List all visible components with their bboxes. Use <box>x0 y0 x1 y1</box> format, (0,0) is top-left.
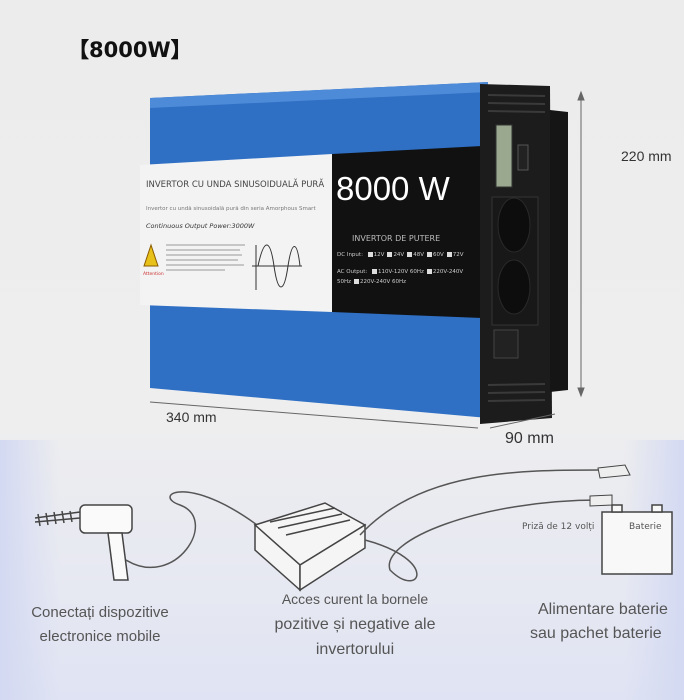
voltage-option: 72V <box>452 252 464 258</box>
label-subheading: Invertor cu undă sinusoidală pură din se… <box>146 206 316 212</box>
label-heading: INVERTOR CU UNDA SINUSOIDUALĂ PURĂ <box>146 180 325 190</box>
caption-line: Acces curent la bornele <box>281 591 429 607</box>
checkbox <box>446 252 452 257</box>
battery-cables <box>359 469 601 582</box>
voltage-option: 60V <box>432 252 444 258</box>
product-title: 【8000W】 <box>68 38 192 62</box>
checkbox <box>367 252 373 257</box>
caption-line: Alimentare baterie <box>538 601 668 618</box>
ac-socket-icon <box>497 197 531 253</box>
caption-line: pozitive și negative ale <box>274 616 436 633</box>
mounting-bracket <box>550 110 568 392</box>
caption-line: electronice mobile <box>39 628 161 645</box>
dc-input-label: DC Input: <box>337 252 363 258</box>
attention-label: Attention <box>143 272 164 277</box>
caption-line: invertorului <box>315 641 395 658</box>
caption-battery: Alimentare baterie sau pachet baterie <box>530 598 684 646</box>
sine-wave-icon <box>252 244 302 290</box>
checkbox <box>387 252 393 257</box>
length-dimension: 340 mm <box>166 409 217 425</box>
background-glow-left <box>0 440 60 700</box>
checkbox <box>426 269 432 274</box>
height-dimension: 220 mm <box>621 148 672 164</box>
label-white <box>140 154 332 312</box>
drill-illustration <box>34 504 133 581</box>
warning-icon <box>143 243 159 267</box>
voltage-option: 220V-240V 60Hz <box>360 279 406 285</box>
dc-input-row: DC Input: 12V 24V 48V 60V 72V <box>337 252 464 258</box>
battery-label: Baterie <box>629 522 662 532</box>
checkbox <box>354 279 360 284</box>
battery-icon <box>601 504 673 575</box>
label-black <box>332 146 482 318</box>
checkbox <box>407 252 413 257</box>
socket-label: Priză de 12 volți <box>522 522 595 532</box>
voltage-option: 110V-120V 60Hz <box>377 269 424 275</box>
voltage-option: 220V-240V 50Hz <box>337 269 464 285</box>
continuous-power: Continuous Output Power:3000W <box>146 222 255 230</box>
ac-socket-icon <box>497 259 531 315</box>
usb-port-icon <box>493 329 519 359</box>
caption-devices: Conectați dispozitive electronice mobile <box>10 601 190 649</box>
caption-line: sau pachet baterie <box>530 625 662 642</box>
clamp-icons <box>589 464 631 507</box>
drill-cable <box>125 491 271 568</box>
inverter-sketch <box>253 502 367 592</box>
width-dimension: 90 mm <box>505 430 554 447</box>
checkbox <box>371 269 377 274</box>
warning-text-lines <box>166 244 245 271</box>
power-switch-icon <box>517 144 529 171</box>
ac-output-label: AC Output: <box>337 269 368 275</box>
voltage-option: 48V <box>413 252 424 258</box>
checkbox <box>426 252 432 257</box>
power-rating: 8000 W <box>336 170 450 207</box>
panel-title: INVERTOR DE PUTERE <box>352 234 441 243</box>
dimension-arrows <box>149 90 585 429</box>
voltage-option: 24V <box>393 252 405 258</box>
inverter-top-highlight <box>150 82 488 108</box>
lcd-display-icon <box>495 124 513 188</box>
caption-line: Conectați dispozitive <box>31 604 169 621</box>
vent-slots <box>487 94 546 402</box>
voltage-option: 12V <box>373 252 385 258</box>
caption-terminals: Acces curent la bornele pozitive și nega… <box>245 587 465 662</box>
